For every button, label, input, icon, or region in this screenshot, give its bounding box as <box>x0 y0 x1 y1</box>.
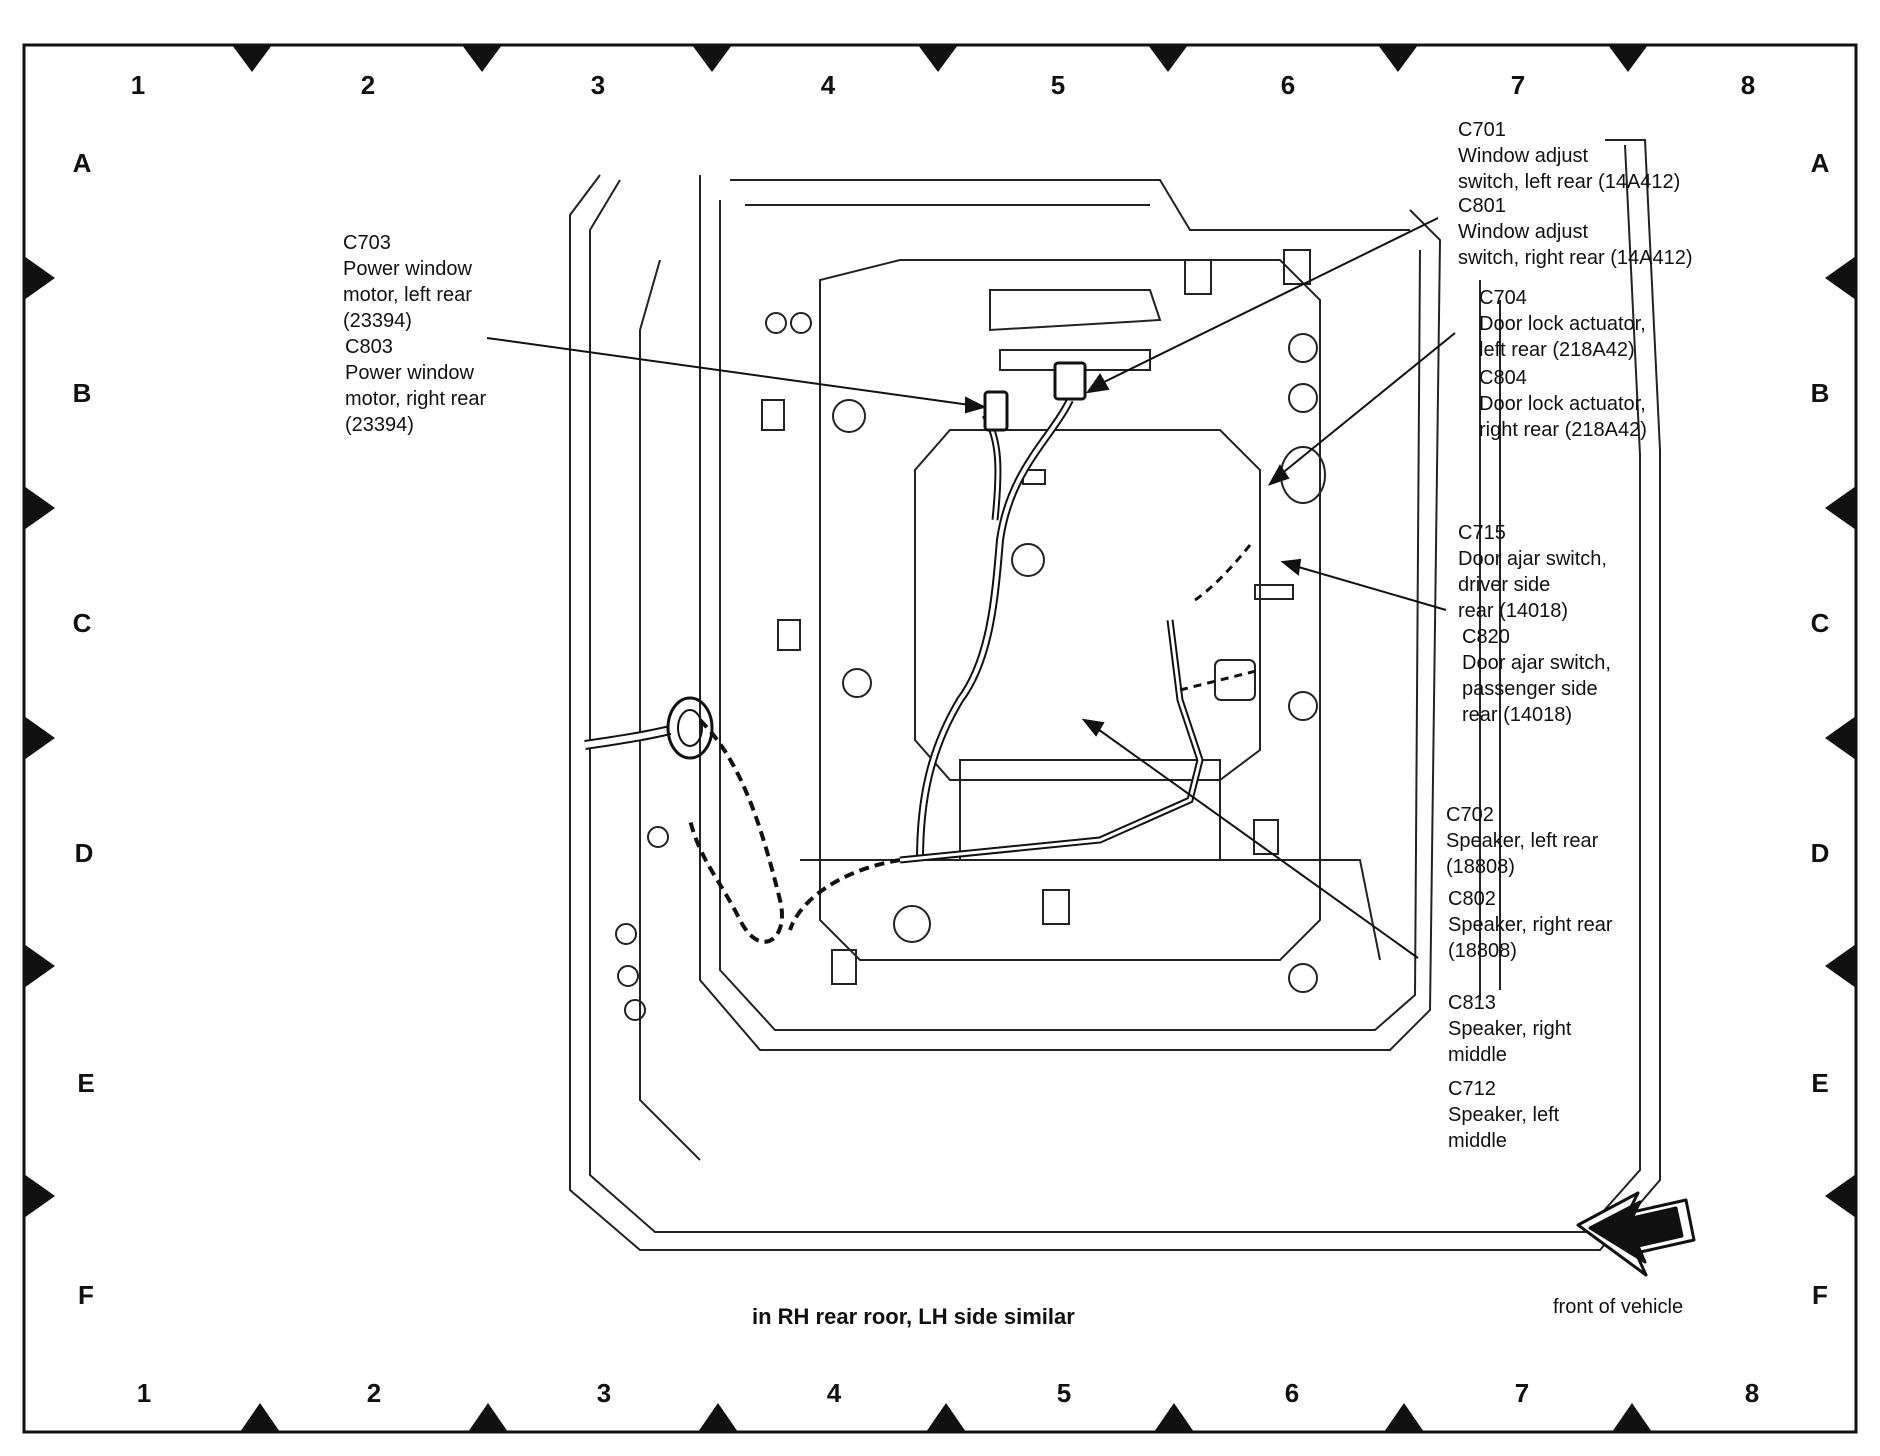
grid-row-right-D: D <box>1810 838 1830 868</box>
callout-c704-line: C704 <box>1479 287 1527 309</box>
callout-c801-line: C801 <box>1458 195 1506 217</box>
callout-c820-line: C820 <box>1462 626 1510 648</box>
connectors <box>983 361 1087 432</box>
front-arrow-icon <box>1576 1191 1696 1277</box>
callout-c704-line: Door lock actuator, <box>1479 313 1646 335</box>
grid-col-bottom-7: 7 <box>1514 1378 1530 1408</box>
connector-window-switch <box>1053 361 1087 401</box>
grid-row-right-C: C <box>1810 608 1830 638</box>
grid-markers-right <box>1825 256 1856 1218</box>
callout-c802-line: (18808) <box>1448 940 1517 962</box>
diagram-caption: in RH rear roor, LH side similar <box>752 1304 1075 1329</box>
door-panel-holes <box>615 249 1326 1021</box>
callout-c702: C702 Speaker, left rear (18808) <box>1446 802 1598 880</box>
callout-c703-line: C703 <box>343 232 391 254</box>
grid-row-right-A: A <box>1810 148 1830 178</box>
callout-c715-line: rear (14018) <box>1458 600 1569 622</box>
callout-c712: C712 Speaker, left middle <box>1448 1076 1559 1154</box>
grid-col-top-2: 2 <box>360 70 376 100</box>
leader-lines <box>486 217 1456 959</box>
grid-col-top-8: 8 <box>1740 70 1756 100</box>
callout-c804-line: C804 <box>1479 367 1527 389</box>
callout-c701: C701 Window adjust switch, left rear (14… <box>1458 117 1680 195</box>
callout-c802-line: Speaker, right rear <box>1448 914 1613 936</box>
grid-markers-top <box>232 45 1648 72</box>
callout-c701-line: C701 <box>1458 119 1506 141</box>
callout-c702-line: (18808) <box>1446 856 1515 878</box>
callout-c802: C802 Speaker, right rear (18808) <box>1448 886 1613 964</box>
callout-c820-line: passenger side <box>1462 678 1598 700</box>
grid-row-left-F: F <box>78 1280 94 1310</box>
callout-c704-line: left rear (218A42) <box>1479 339 1635 361</box>
grid-col-top-3: 3 <box>590 70 606 100</box>
grid-row-left-E: E <box>77 1068 95 1098</box>
callout-c715: C715 Door ajar switch, driver side rear … <box>1458 520 1607 624</box>
grid-col-bottom-6: 6 <box>1284 1378 1300 1408</box>
callout-c804-line: Door lock actuator, <box>1479 393 1646 415</box>
callout-c820-line: Door ajar switch, <box>1462 652 1611 674</box>
callout-c813-line: middle <box>1448 1044 1507 1066</box>
callout-c712-line: Speaker, left <box>1448 1104 1560 1126</box>
callout-c820: C820 Door ajar switch, passenger side re… <box>1462 624 1611 728</box>
callout-c702-line: Speaker, left rear <box>1446 830 1599 852</box>
callout-c712-line: C712 <box>1448 1078 1496 1100</box>
front-of-vehicle-label: front of vehicle <box>1553 1296 1684 1318</box>
callout-c801-line: switch, right rear (14A412) <box>1458 247 1693 269</box>
callout-c813: C813 Speaker, right middle <box>1448 990 1571 1068</box>
callout-c813-line: C813 <box>1448 992 1496 1014</box>
callout-c704: C704 Door lock actuator, left rear (218A… <box>1479 285 1646 363</box>
callout-c803-line: (23394) <box>345 414 414 436</box>
callout-c702-line: C702 <box>1446 804 1494 826</box>
grid-col-top-1: 1 <box>130 70 146 100</box>
grid-col-bottom-4: 4 <box>826 1378 842 1408</box>
grid-col-bottom-5: 5 <box>1056 1378 1072 1408</box>
callout-c813-line: Speaker, right <box>1448 1018 1572 1040</box>
connector-power-window-motor <box>983 390 1009 432</box>
callout-c804-line: right rear (218A42) <box>1479 419 1647 441</box>
grid-col-top-7: 7 <box>1510 70 1526 100</box>
callout-c703: C703 Power window motor, left rear (2339… <box>343 230 472 334</box>
grid-col-bottom-8: 8 <box>1744 1378 1760 1408</box>
callout-c804: C804 Door lock actuator, right rear (218… <box>1479 365 1647 443</box>
door-outline <box>569 139 1661 1251</box>
grid-col-top-6: 6 <box>1280 70 1296 100</box>
grid-row-left-B: B <box>72 378 92 408</box>
callout-c701-line: Window adjust <box>1458 145 1589 167</box>
callout-c803-line: motor, right rear <box>345 388 487 410</box>
grid-col-bottom-1: 1 <box>136 1378 152 1408</box>
callout-c715-line: Door ajar switch, <box>1458 548 1607 570</box>
callout-c715-line: driver side <box>1458 574 1551 596</box>
grid-row-left-D: D <box>74 838 94 868</box>
callout-c703-line: motor, left rear <box>343 284 472 306</box>
grid-row-right-F: F <box>1812 1280 1828 1310</box>
callout-c803-line: Power window <box>345 362 474 384</box>
callout-c715-line: C715 <box>1458 522 1506 544</box>
grid-col-top-4: 4 <box>820 70 836 100</box>
callout-c801: C801 Window adjust switch, right rear (1… <box>1458 193 1693 271</box>
callout-c801-line: Window adjust <box>1458 221 1589 243</box>
grid-row-left-C: C <box>72 608 92 638</box>
callout-c712-line: middle <box>1448 1130 1507 1152</box>
grid-col-bottom-2: 2 <box>366 1378 382 1408</box>
grid-row-right-E: E <box>1811 1068 1829 1098</box>
callout-c803-line: C803 <box>345 336 393 358</box>
grid-markers-left <box>24 256 55 1218</box>
grid-row-left-A: A <box>72 148 92 178</box>
callout-c803: C803 Power window motor, right rear (233… <box>345 334 486 438</box>
grid-col-top-5: 5 <box>1050 70 1066 100</box>
callout-c703-line: Power window <box>343 258 472 280</box>
grid-markers-bottom <box>240 1403 1652 1432</box>
grid-row-right-B: B <box>1810 378 1830 408</box>
callout-c820-line: rear (14018) <box>1462 704 1573 726</box>
callout-c701-line: switch, left rear (14A412) <box>1458 171 1681 193</box>
callout-c802-line: C802 <box>1448 888 1496 910</box>
grid-col-bottom-3: 3 <box>596 1378 612 1408</box>
callout-c703-line: (23394) <box>343 310 412 332</box>
